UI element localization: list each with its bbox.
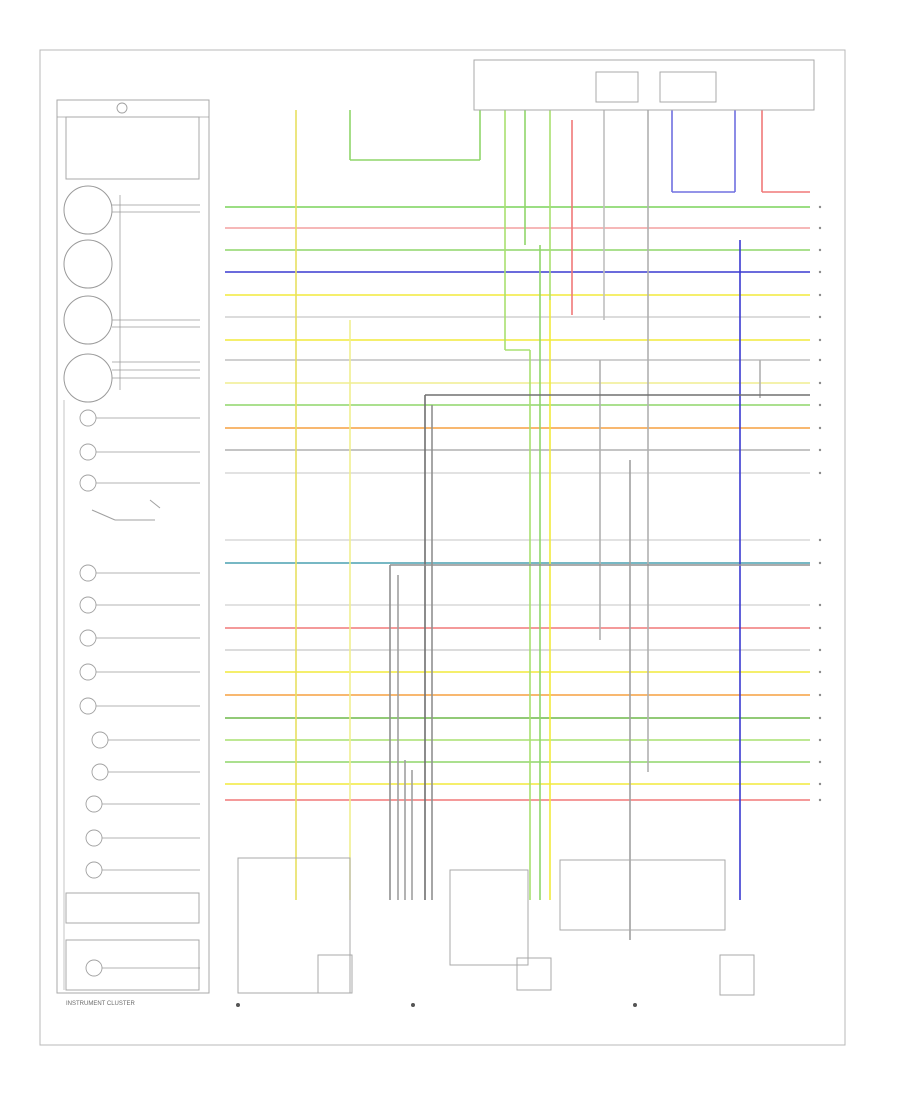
- fuel-sender-box: [237, 857, 351, 994]
- terminal-dot: [818, 648, 822, 652]
- terminal-dot: [818, 338, 822, 342]
- terminal-dot: [818, 270, 822, 274]
- temperature-gauge-icon: [63, 353, 113, 403]
- lamp-icon: [85, 795, 103, 813]
- lamp-icon: [79, 697, 97, 715]
- terminal-dot: [818, 693, 822, 697]
- lamp-icon: [79, 596, 97, 614]
- terminal-dot: [818, 248, 822, 252]
- terminal-dot: [818, 471, 822, 475]
- terminal-dot: [818, 603, 822, 607]
- terminal-dot: [818, 358, 822, 362]
- terminal-dot: [818, 315, 822, 319]
- lamp-icon: [79, 564, 97, 582]
- fuel-pump-module: [317, 954, 353, 994]
- lamp-icon: [79, 629, 97, 647]
- terminal-dot: [818, 538, 822, 542]
- top-connectors: [473, 59, 815, 111]
- terminal-dot: [818, 426, 822, 430]
- terminal-dot: [818, 738, 822, 742]
- horizontal-wires: [225, 206, 810, 801]
- instrument-cluster: [56, 99, 210, 994]
- lamp-icon: [85, 829, 103, 847]
- transmission-box: [559, 859, 726, 931]
- lamp-icon: [79, 409, 97, 427]
- terminal-dot: [818, 448, 822, 452]
- lamp-icon: [85, 959, 103, 977]
- terminal-dot: [818, 381, 822, 385]
- terminal-dot: [818, 716, 822, 720]
- terminal-dot: [818, 226, 822, 230]
- instrument-cluster-label: INSTRUMENT CLUSTER: [66, 1001, 136, 1007]
- terminal-dot: [818, 798, 822, 802]
- lamp-icon: [85, 861, 103, 879]
- diagram-border: [39, 49, 846, 1046]
- terminal-dot: [818, 403, 822, 407]
- terminal-dot: [818, 626, 822, 630]
- ground-point-icon: [236, 1003, 240, 1007]
- lamp-icon: [91, 763, 109, 781]
- terminal-dot: [818, 293, 822, 297]
- wire-terminals: [818, 205, 822, 802]
- top-lamp-icon: [116, 102, 128, 114]
- lamp-icon: [79, 443, 97, 461]
- terminal-dot: [818, 760, 822, 764]
- vertical-wires: [295, 110, 810, 940]
- switch-symbol-icon: [91, 499, 161, 521]
- transmission-range-sensor: [719, 954, 755, 996]
- ground-point-icon: [411, 1003, 415, 1007]
- lamp-icon: [79, 663, 97, 681]
- speedometer-gauge-icon: [63, 185, 113, 235]
- lamp-icon: [91, 731, 109, 749]
- connector-box: [449, 869, 529, 966]
- terminal-dot: [818, 782, 822, 786]
- cluster-box: [56, 99, 210, 994]
- fuel-gauge-icon: [63, 295, 113, 345]
- tachometer-gauge-icon: [63, 239, 113, 289]
- relay-module: [516, 957, 552, 991]
- terminal-dot: [818, 561, 822, 565]
- terminal-dot: [818, 670, 822, 674]
- terminal-dot: [818, 205, 822, 209]
- bottom-components: [236, 857, 755, 1007]
- ground-point-icon: [633, 1003, 637, 1007]
- lamp-icon: [79, 474, 97, 492]
- indicator-lamps: [79, 409, 109, 977]
